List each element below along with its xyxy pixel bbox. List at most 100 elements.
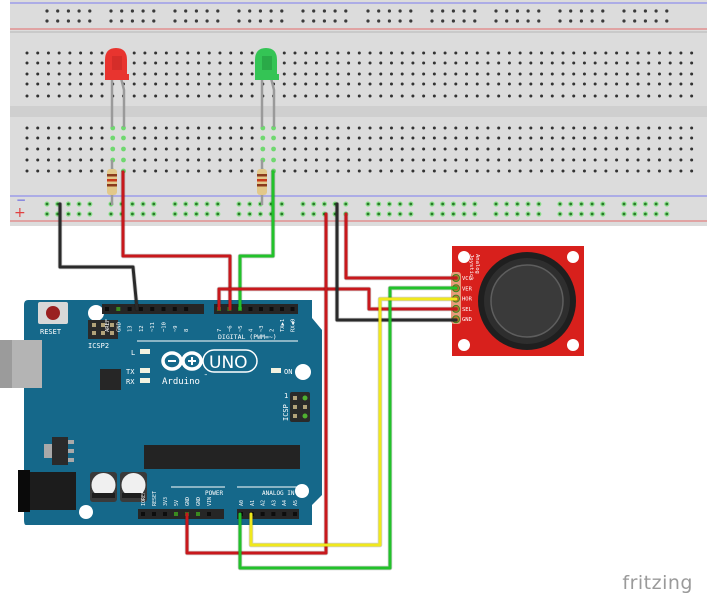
digital-pin[interactable] [105, 307, 109, 311]
breadboard-hole [314, 82, 318, 86]
power-pin[interactable] [174, 512, 178, 516]
breadboard-hole [237, 9, 241, 13]
breadboard-hole [46, 158, 50, 162]
digital-pin[interactable] [116, 307, 121, 311]
breadboard-hole [325, 72, 329, 76]
breadboard-hole [282, 61, 286, 65]
breadboard-hole [572, 61, 576, 65]
breadboard-hole [250, 82, 254, 86]
wire-gnd-led[interactable] [58, 202, 139, 311]
breadboard-hole [497, 158, 501, 162]
breadboard-hole [647, 169, 651, 173]
breadboard-hole [454, 82, 458, 86]
digital-pin[interactable] [172, 307, 177, 311]
breadboard-hole [636, 147, 640, 151]
breadboard-hole [561, 136, 565, 140]
breadboard-hole [432, 94, 436, 98]
breadboard-hole [260, 135, 266, 141]
power-pin[interactable] [163, 512, 167, 516]
wire-pin7-sel[interactable] [217, 287, 458, 311]
icsp2-header [88, 320, 118, 339]
wire-pin5-green-led[interactable] [238, 170, 275, 311]
breadboard-hole [430, 19, 434, 23]
wire-5v-rail[interactable] [185, 212, 328, 555]
breadboard-hole [36, 158, 40, 162]
digital-pin[interactable] [138, 307, 143, 311]
breadboard-hole [561, 61, 565, 65]
breadboard-hole [529, 72, 533, 76]
power-pin[interactable] [141, 512, 145, 516]
breadboard-hole [690, 158, 694, 162]
breadboard-hole [347, 94, 351, 98]
breadboard-hole [668, 94, 672, 98]
analog-pin[interactable] [260, 512, 265, 516]
analog-pin[interactable] [282, 512, 287, 516]
analog-pin-label: A5 [293, 500, 299, 506]
breadboard-hole [282, 82, 286, 86]
breadboard-hole [36, 51, 40, 55]
breadboard-hole [239, 147, 243, 151]
breadboard-hole [411, 169, 415, 173]
breadboard-hole [443, 147, 447, 151]
breadboard-hole [486, 147, 490, 151]
digital-pin[interactable] [269, 307, 274, 311]
breadboard-hole [647, 61, 651, 65]
digital-pin[interactable] [259, 307, 263, 311]
digital-pin[interactable] [161, 307, 166, 311]
breadboard-hole [164, 136, 168, 140]
breadboard-hole [475, 72, 479, 76]
breadboard-hole [625, 51, 629, 55]
digital-pin[interactable] [184, 307, 189, 311]
power-pin[interactable] [152, 512, 156, 516]
breadboard-hole [411, 72, 415, 76]
breadboard-hole [344, 19, 348, 23]
analog-pin[interactable] [293, 512, 297, 516]
wire-vcc[interactable] [344, 212, 458, 280]
breadboard-hole [497, 94, 501, 98]
digital-pin[interactable] [248, 307, 253, 311]
breadboard-hole [690, 147, 694, 151]
digital-pin[interactable] [290, 307, 295, 311]
breadboard-hole [293, 169, 297, 173]
breadboard-hole [293, 136, 297, 140]
breadboard-hole [207, 82, 211, 86]
analog-pin-label: A1 [250, 500, 256, 506]
breadboard-hole [280, 9, 284, 13]
power-pin[interactable] [196, 512, 200, 516]
joystick-knob[interactable] [490, 264, 564, 338]
joystick-pin-label: VCC [462, 276, 472, 282]
mounting-hole [88, 305, 104, 321]
breadboard-hole [36, 82, 40, 86]
breadboard-hole [668, 61, 672, 65]
breadboard-hole [422, 158, 426, 162]
wire-hor-a1[interactable] [249, 297, 458, 547]
breadboard-hole [529, 61, 533, 65]
breadboard-hole [636, 169, 640, 173]
breadboard-hole [615, 158, 619, 162]
breadboard-hole [229, 61, 233, 65]
breadboard-hole [550, 82, 554, 86]
breadboard-hole [314, 61, 318, 65]
breadboard-hole [237, 19, 241, 23]
digital-pin[interactable] [280, 307, 284, 311]
digital-pin[interactable] [127, 307, 132, 311]
digital-pin[interactable] [150, 307, 155, 311]
breadboard-hole [668, 126, 672, 130]
breadboard-hole [143, 169, 147, 173]
power-pin[interactable] [207, 512, 211, 516]
wire-gnd-joystick[interactable] [335, 202, 458, 322]
breadboard-hole [604, 61, 608, 65]
wire-pin6-red-led[interactable] [121, 170, 232, 311]
breadboard-hole [45, 9, 49, 13]
breadboard-hole [625, 126, 629, 130]
wire-ver-a0[interactable] [238, 286, 458, 570]
breadboard-hole [497, 169, 501, 173]
breadboard-hole [282, 136, 286, 140]
breadboard-hole [507, 51, 511, 55]
breadboard-hole [486, 82, 490, 86]
breadboard-hole [377, 19, 381, 23]
breadboard-hole [550, 126, 554, 130]
breadboard-hole [389, 147, 393, 151]
breadboard-hole [537, 19, 541, 23]
analog-pin[interactable] [271, 512, 276, 516]
